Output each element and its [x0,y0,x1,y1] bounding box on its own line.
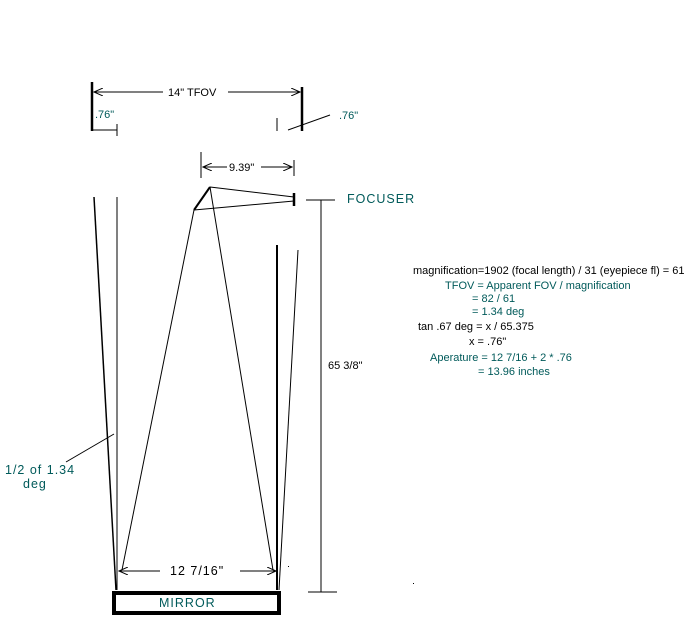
calc-aperture-formula: Aperature = 12 7/16 + 2 * .76 [430,352,572,364]
calc-tfov-values: = 82 / 61 [472,293,515,305]
calc-tfov-result: = 1.34 deg [472,306,524,318]
mirror-width-label: 12 7/16" [170,564,224,578]
tfov-width-label: 14" TFOV [168,87,217,99]
half-angle-label-deg: deg [23,477,47,491]
calc-tan: tan .67 deg = x / 65.375 [418,321,534,333]
calculations: magnification=1902 (focal length) / 31 (… [413,265,685,378]
right-margin-label: .76" [339,110,358,122]
light-ray-right [209,186,274,571]
secondary-width-label: 9.39" [229,162,254,174]
mirror-box [112,591,281,615]
mirror-label: MIRROR [159,596,216,610]
secondary-mirror [193,186,211,211]
half-angle-leader [65,433,115,463]
calc-tfov-formula: TFOV = Apparent FOV / magnification [445,280,631,292]
field-edge-left [93,196,117,591]
focuser-ray-bottom [193,200,295,211]
calc-aperture-result: = 13.96 inches [478,366,550,378]
dot [288,566,289,567]
light-ray-left [121,209,195,571]
left-margin-label: .76" [95,109,114,121]
calc-magnification: magnification=1902 (focal length) / 31 (… [413,265,685,277]
dot [413,583,414,584]
calc-x: x = .76" [469,336,506,348]
field-edge-right [278,249,299,591]
focuser-ray-top [209,186,295,198]
focuser-label: FOCUSER [347,192,415,206]
right-margin-leader [287,114,331,131]
half-angle-label: 1/2 of 1.34 [5,463,75,477]
tube-length-label: 65 3/8" [328,360,363,372]
